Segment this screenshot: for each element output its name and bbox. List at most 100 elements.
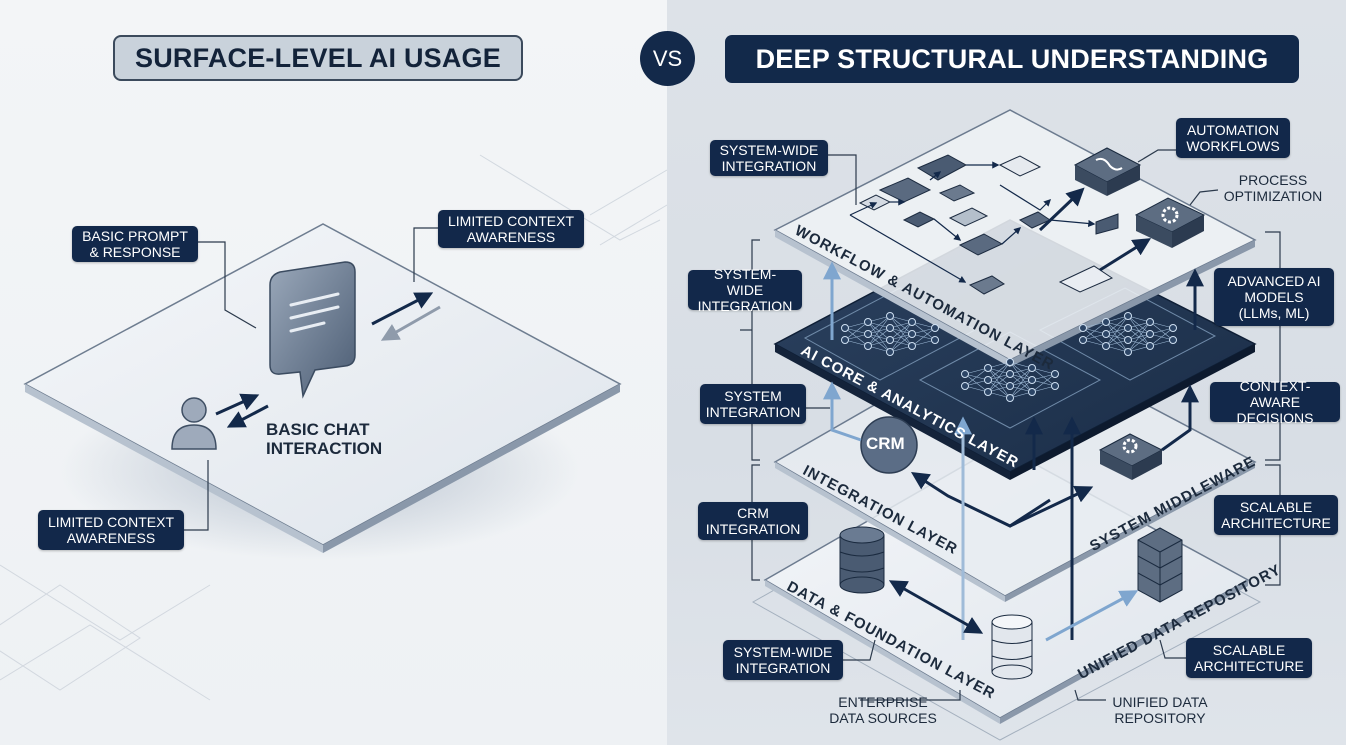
nn-node [984, 388, 992, 396]
nn-node [1006, 358, 1014, 366]
nn-edge [964, 367, 989, 387]
nn-node [908, 342, 916, 350]
nn-node [1146, 330, 1154, 338]
nn-node [908, 330, 916, 338]
nn-node [961, 382, 969, 390]
automation-workflow-cube [1073, 147, 1142, 196]
nn-node [841, 336, 849, 344]
nn-edge [1082, 321, 1107, 341]
callout-line: AWARENESS [66, 530, 156, 546]
nn-node [1146, 318, 1154, 326]
nn-edge [1009, 367, 1033, 387]
nn-edge [1105, 327, 1129, 347]
nn-edge [867, 327, 891, 347]
nn-edge [889, 321, 913, 341]
callout-line: CONTEXT-AWARE [1239, 378, 1311, 410]
nn-node [1079, 324, 1087, 332]
nn-edge [867, 315, 891, 347]
callout-line: LIMITED CONTEXT [47, 514, 174, 530]
nn-node [1006, 382, 1014, 390]
nn-edge [1105, 315, 1129, 335]
nn-node [908, 318, 916, 326]
nn-node [931, 324, 939, 332]
nn-node [886, 324, 894, 332]
nn-node [1028, 388, 1036, 396]
nn-node [864, 342, 872, 350]
label-line: PROCESS [1238, 172, 1308, 188]
nn-node [841, 324, 849, 332]
flowchart-icon [858, 154, 1119, 295]
nn-edge [987, 373, 1011, 393]
crm-icon [860, 416, 918, 474]
nn-edge [911, 327, 936, 347]
label-line: OPTIMIZATION [1223, 188, 1323, 204]
basic-chat-interaction-label: BASIC CHAT INTERACTION [266, 420, 382, 458]
label-line: UNIFIED DATA [1112, 694, 1208, 710]
nn-node [886, 348, 894, 356]
deep-structural-title: DEEP STRUCTURAL UNDERSTANDING [725, 35, 1299, 83]
flowchart-arrows [849, 161, 1096, 283]
callout-line: SCALABLE [1212, 642, 1286, 658]
nn-edge [1009, 379, 1033, 399]
callout-connectors [182, 227, 438, 531]
neural-network-icon [841, 312, 1177, 402]
nn-node [1006, 370, 1014, 378]
user-icon [171, 397, 217, 450]
callout-line: ARCHITECTURE [1194, 658, 1304, 674]
callout-line: SYSTEM [724, 388, 782, 404]
callout-line: DECISIONS [1236, 410, 1314, 426]
callout-line: CRM [737, 505, 769, 521]
nn-node [984, 364, 992, 372]
nn-node [1079, 336, 1087, 344]
callout-line: ADVANCED AI [1227, 273, 1321, 289]
callout-line: LIMITED CONTEXT [447, 213, 574, 229]
nn-node [1169, 324, 1177, 332]
label-unified-data-repository: UNIFIED DATA REPOSITORY [1100, 694, 1220, 726]
callout-line: SYSTEM-WIDE [713, 266, 777, 298]
callout-line: AWARENESS [466, 229, 556, 245]
callout-basic-prompt: BASIC PROMPT& RESPONSE [72, 226, 198, 262]
callout-line: SYSTEM-WIDE [719, 142, 819, 158]
database-icon [839, 526, 885, 594]
callout-line: INTEGRATION [705, 521, 801, 537]
label-line: BASIC CHAT [266, 420, 370, 439]
nn-edge [889, 321, 913, 353]
label-enterprise-data-sources: ENTERPRISE DATA SOURCES [818, 694, 948, 726]
callout-line: BASIC PROMPT [82, 228, 188, 244]
nn-node [1051, 370, 1059, 378]
nn-node [886, 336, 894, 344]
nn-node [1102, 342, 1110, 350]
vs-badge: VS [640, 31, 695, 86]
label-line: ENTERPRISE [838, 694, 928, 710]
nn-node [984, 376, 992, 384]
background-grid-lines [0, 154, 668, 701]
nn-node [864, 318, 872, 326]
nn-node [1169, 336, 1177, 344]
nn-node [1124, 348, 1132, 356]
nn-node [1124, 336, 1132, 344]
nn-node [886, 312, 894, 320]
nn-edge [867, 315, 891, 335]
nn-node [1124, 312, 1132, 320]
label-line: REPOSITORY [1114, 710, 1206, 726]
chat-bubble-icon [269, 261, 356, 399]
nn-node [961, 370, 969, 378]
nn-node [864, 330, 872, 338]
callout-line: AUTOMATION [1186, 122, 1280, 138]
surface-level-title: SURFACE-LEVEL AI USAGE [113, 35, 523, 81]
central-database-icon [991, 614, 1033, 680]
callout-line: SCALABLE [1239, 499, 1313, 515]
nn-node [1146, 342, 1154, 350]
nn-node [1102, 318, 1110, 326]
nn-node [1006, 394, 1014, 402]
